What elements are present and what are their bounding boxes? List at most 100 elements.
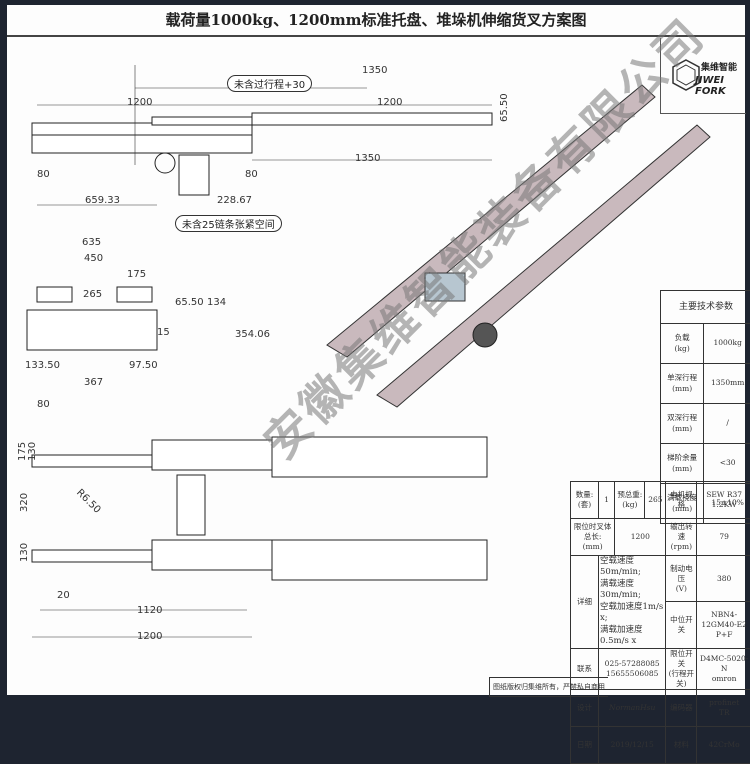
dim-1350-top: 1350 — [362, 65, 387, 76]
detail-line: 满载加速度0.5m/s x — [600, 625, 664, 648]
rail-profile-left — [37, 287, 72, 302]
dim-450: 450 — [84, 253, 103, 264]
drawing-sheet: 载荷量1000kg、1200mm标准托盘、堆垛机伸缩货叉方案图 1350 120… — [7, 5, 745, 695]
param-value: / — [704, 404, 750, 444]
middle-rail — [152, 117, 252, 125]
dim-320: 320 — [19, 493, 30, 512]
dim-659-33: 659.33 — [85, 195, 120, 206]
drive-assembly — [27, 310, 157, 350]
param-label: 梯阶余量(mm) — [661, 444, 704, 484]
dim-354-06: 354.06 — [235, 329, 270, 340]
fork-arm-top-middle — [152, 440, 272, 470]
weight-value: 265 — [645, 482, 666, 519]
dim-r6-50: R6.50 — [74, 487, 102, 515]
params-header: 主要技术参数 — [661, 291, 750, 324]
dim-80-left: 80 — [37, 169, 50, 180]
dim-97-50: 97.50 — [129, 360, 158, 371]
qty-value: 1 — [599, 482, 615, 519]
dim-265: 265 — [83, 289, 102, 300]
logo-name-cn: 集维智能 — [701, 60, 737, 73]
spec-label: 制动电压(V) — [666, 556, 697, 602]
gearmotor — [179, 155, 209, 195]
length-value: 1200 — [615, 519, 666, 556]
param-label: 单深行程(mm) — [661, 364, 704, 404]
top-view: 80 175 130 R6.50 320 130 20 1120 1200 — [17, 399, 487, 642]
dim-15: 15 — [157, 327, 170, 338]
spec-value: 42CrMo — [697, 727, 750, 764]
table-row: 双深行程(mm)/ — [661, 404, 750, 444]
spec-label: 限位开关(行程开关) — [666, 648, 697, 690]
detail-value: 空载速度50m/min; 满载速度30m/min; 空载加速度1m/s x; 满… — [599, 556, 666, 649]
table-row: 日期 2019/12/15 材料 42CrMo — [571, 727, 750, 764]
date-value: 2019/12/15 — [599, 727, 666, 764]
length-label: 限位时叉体总长:(mm) — [571, 519, 615, 556]
contact-phone: 025-57288085 — [600, 659, 664, 669]
dim-175: 175 — [127, 269, 146, 280]
param-value: <30 — [704, 444, 750, 484]
design-value: NormanHsu — [599, 690, 666, 727]
date-label: 日期 — [571, 727, 599, 764]
spec-value: 79 — [697, 519, 750, 556]
dim-367: 367 — [84, 377, 103, 388]
sprocket-icon — [155, 153, 175, 173]
spec-label: 材料 — [666, 727, 697, 764]
dim-130-bottom: 130 — [19, 543, 30, 562]
table-row: 负载(kg)1000kg — [661, 324, 750, 364]
spec-label: 编码器 — [666, 690, 697, 727]
dim-228-67: 228.67 — [217, 195, 252, 206]
motor-top-view — [177, 475, 205, 535]
table-row: 梯阶余量(mm)<30 — [661, 444, 750, 484]
copyright-note: 图纸版权归集维所有，严禁私自商用 — [489, 677, 608, 697]
spec-value: 380 — [697, 556, 750, 602]
logo-name-en: JIWEI FORK — [695, 75, 745, 97]
detail-line: 满载速度30m/min; — [600, 579, 664, 602]
contact-value: 025-57288085 15655506085 — [599, 648, 666, 690]
dim-133-50: 133.50 — [25, 360, 60, 371]
callout-overtravel: 未含过行程+30 — [227, 75, 312, 92]
fork-arm-bottom-middle — [152, 540, 272, 570]
param-value: 1350mm — [704, 364, 750, 404]
dim-80-top: 80 — [37, 399, 50, 410]
table-row: 单深行程(mm)1350mm — [661, 364, 750, 404]
dim-1200-right: 1200 — [377, 97, 402, 108]
table-row: 详细 空载速度50m/min; 满载速度30m/min; 空载加速度1m/s x… — [571, 556, 750, 602]
detail-label: 详细 — [571, 556, 599, 649]
extended-fork — [252, 113, 492, 125]
fork-arm-top-fixed — [32, 455, 157, 467]
detail-line: 空载速度50m/min; — [600, 556, 664, 579]
param-value: 1000kg — [704, 324, 750, 364]
fork-arm-bottom-extended — [272, 540, 487, 580]
callout-chain-tension: 未含25链条张紧空间 — [175, 215, 282, 232]
fork-arm-bottom-fixed — [32, 550, 157, 562]
dim-1120: 1120 — [137, 605, 162, 616]
dim-1200-top: 1200 — [137, 631, 162, 642]
dim-65-50: 65.50 — [499, 93, 510, 122]
dim-130-top: 130 — [27, 442, 38, 461]
detail-line: 空载加速度1m/s x; — [600, 602, 664, 625]
dim-1350-bottom: 1350 — [355, 153, 380, 164]
spec-label: 输出转速(rpm) — [666, 519, 697, 556]
param-label: 负载(kg) — [661, 324, 704, 364]
contact-phone: 15655506085 — [600, 669, 664, 679]
spec-label: 中位开关 — [666, 602, 697, 648]
section-view: 635 450 175 265 65.50 134 15 354.06 133.… — [25, 237, 270, 388]
dim-134: 134 — [207, 297, 226, 308]
rail-profile-right — [117, 287, 152, 302]
iso-gearbox — [473, 323, 497, 347]
weight-label: 预总重:(kg) — [615, 482, 645, 519]
table-row: 限位时叉体总长:(mm) 1200 输出转速(rpm) 79 — [571, 519, 750, 556]
dim-635: 635 — [82, 237, 101, 248]
param-label: 双深行程(mm) — [661, 404, 704, 444]
dim-1200-left: 1200 — [127, 97, 152, 108]
spec-label: 电机规格 — [666, 482, 697, 519]
dim-65-50-section: 65.50 — [175, 297, 204, 308]
dim-20: 20 — [57, 590, 70, 601]
qty-label: 数量:(套) — [571, 482, 599, 519]
fork-base — [32, 135, 252, 153]
